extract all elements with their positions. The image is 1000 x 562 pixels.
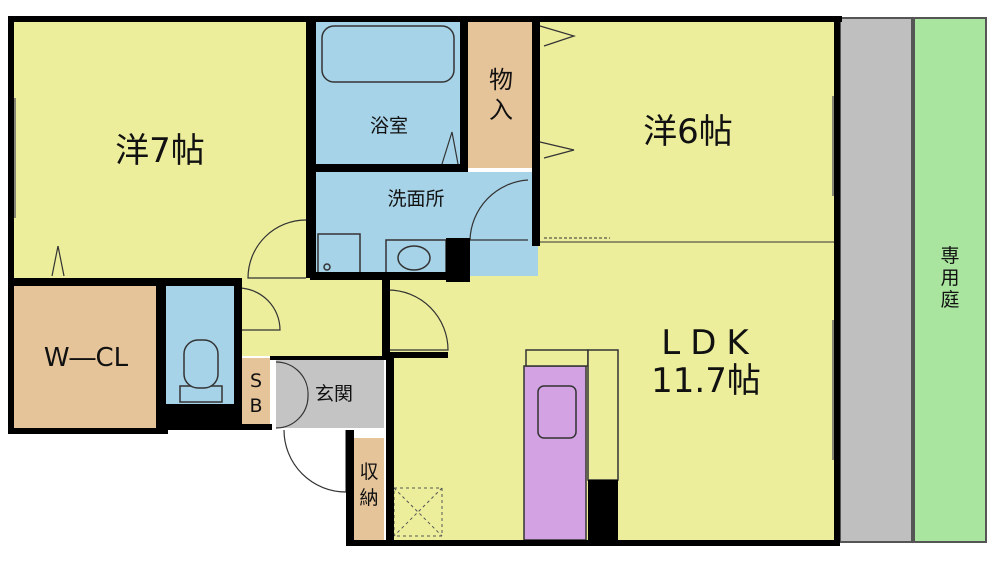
room-western-7 xyxy=(12,20,310,282)
label-ldk: LDK xyxy=(661,323,758,363)
kitchen-pillar xyxy=(588,480,618,542)
windows xyxy=(14,96,834,460)
label-western-7: 洋7帖 xyxy=(115,131,205,171)
label-ldk-size: 11.7帖 xyxy=(651,361,761,401)
walls xyxy=(8,16,842,546)
room-western-6 xyxy=(540,20,836,246)
label-garden-3: 庭 xyxy=(940,289,959,311)
label-bath: 浴室 xyxy=(370,115,408,137)
washbasin-bowl xyxy=(397,245,431,271)
washbasin xyxy=(385,239,447,275)
drain xyxy=(323,263,331,271)
kitchen-sink xyxy=(537,385,577,439)
kitchen-backsplash xyxy=(525,349,589,367)
closet-wcl xyxy=(12,286,160,430)
kitchen-wall-panel xyxy=(587,349,619,481)
label-sb-2: B xyxy=(249,395,262,417)
label-storage-2: 入 xyxy=(489,96,513,124)
label-sb-1: S xyxy=(250,370,262,392)
storage-sb xyxy=(242,358,270,426)
label-garden-1: 専 xyxy=(940,245,959,267)
storage-mono xyxy=(466,20,536,168)
label-shuno-2: 納 xyxy=(359,487,378,509)
toilet-bowl xyxy=(183,339,219,389)
label-entrance: 玄関 xyxy=(315,383,353,405)
label-western-6: 洋6帖 xyxy=(643,112,733,152)
floor-hatch-cross xyxy=(393,487,443,537)
label-wcl: W―CL xyxy=(44,343,129,373)
door-swings xyxy=(51,25,836,493)
label-garden-2: 用 xyxy=(940,267,959,289)
hallway xyxy=(238,280,388,356)
garden-area xyxy=(913,17,987,543)
washing-machine xyxy=(317,233,361,275)
storage-shuno xyxy=(352,438,384,542)
room-entrance xyxy=(276,360,384,428)
label-washroom: 洗面所 xyxy=(387,188,444,210)
balcony-area xyxy=(839,17,913,543)
label-storage-1: 物 xyxy=(489,66,513,94)
bathtub xyxy=(321,25,455,83)
label-shuno-1: 収 xyxy=(359,461,378,483)
